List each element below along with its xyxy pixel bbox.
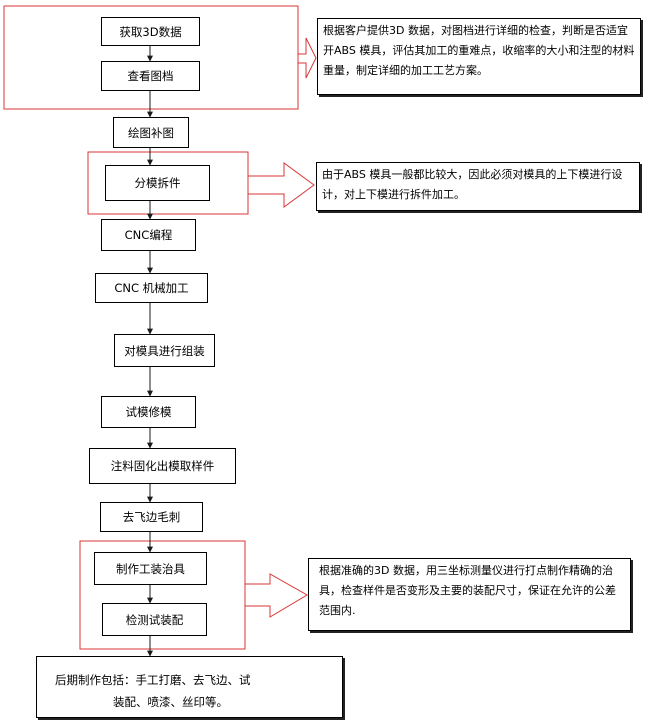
step-drawing-repair: 绘图补图 [113, 117, 189, 148]
step-mold-split: 分模拆件 [105, 165, 210, 201]
highlight-group-2 [87, 151, 249, 215]
final-line-2: 装配、喷漆、丝印等。 [113, 695, 228, 709]
final-post-processing: 后期制作包括：手工打磨、去飞边、试 装配、喷漆、丝印等。 [36, 656, 343, 718]
step-inspect-assembly: 检测试装配 [102, 603, 207, 636]
step-make-fixture: 制作工装治具 [94, 552, 207, 585]
step-cnc-programming: CNC编程 [101, 219, 196, 251]
callout-arrow-2 [248, 162, 315, 208]
step-mold-assembly: 对模具进行组装 [114, 334, 215, 367]
note-mold-split: 由于ABS 模具一般都比较大，因此必须对模具的上下模进行设计，对上下模进行拆件加… [316, 162, 640, 211]
step-deburring: 去飞边毛刺 [100, 502, 203, 532]
highlight-group-3 [79, 540, 246, 650]
highlight-group-1 [3, 5, 299, 110]
note-3d-data-review: 根据客户提供3D 数据，对图档进行详细的检查，判断是否适宜开ABS 模具，评估其… [317, 18, 641, 95]
callout-arrow-1 [298, 37, 317, 79]
callout-arrow-3 [245, 573, 308, 618]
note-inspection: 根据准确的3D 数据，用三坐标测量仪进行打点制作精确的治具，检查样件是否变形及主… [308, 558, 631, 631]
step-get-3d-data: 获取3D数据 [101, 17, 200, 46]
step-cnc-machining: CNC 机械加工 [95, 273, 208, 303]
step-trial-mold: 试模修模 [101, 396, 196, 428]
step-injection-sample: 注料固化出模取样件 [89, 448, 236, 484]
step-view-drawings: 查看图档 [101, 61, 200, 91]
final-line-1: 后期制作包括：手工打磨、去飞边、试 [55, 673, 251, 687]
